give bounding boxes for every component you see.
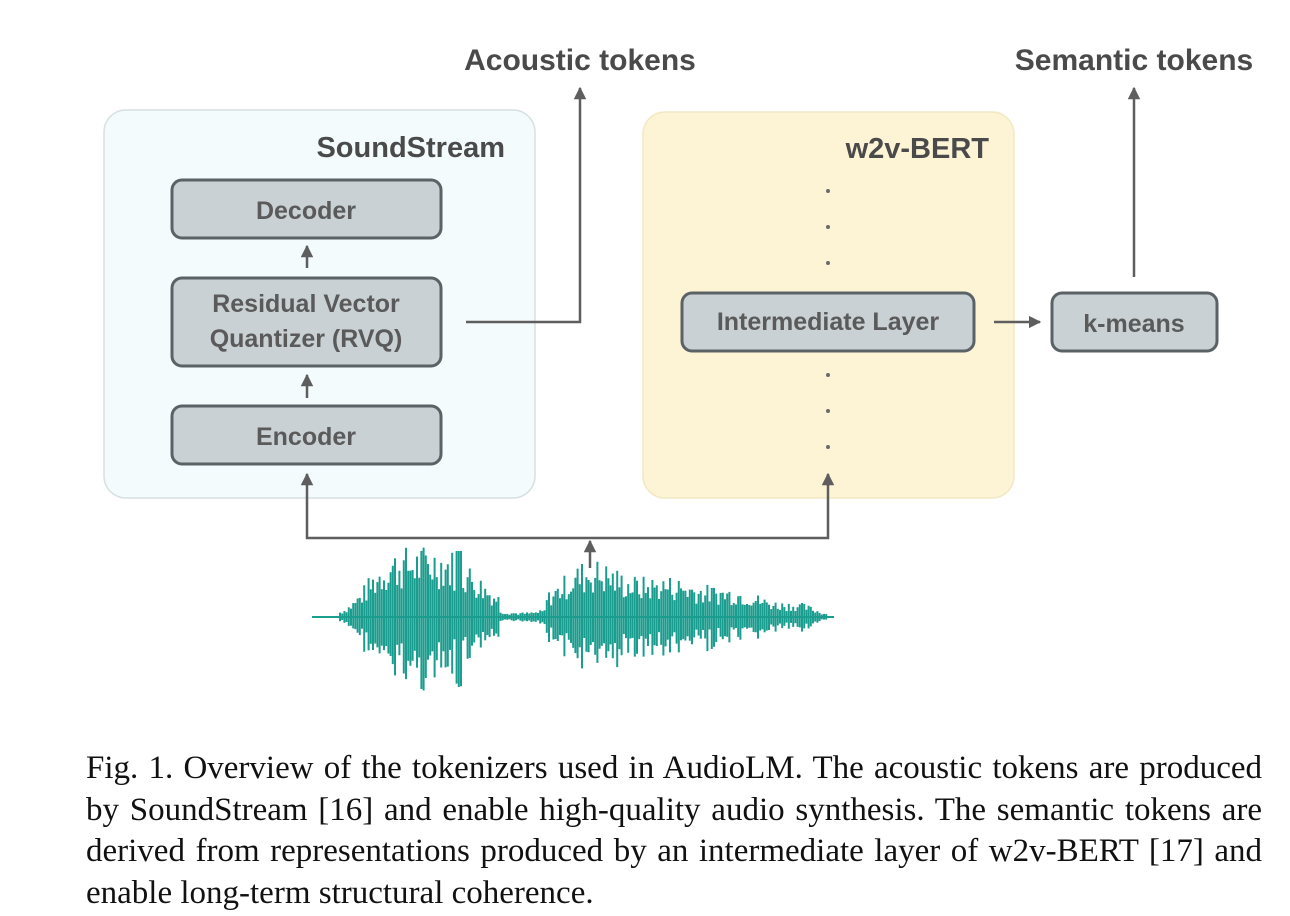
audio-waveform	[312, 547, 834, 691]
acoustic-tokens-label: Acoustic tokens	[464, 44, 696, 77]
figure-caption: Fig. 1. Overview of the tokenizers used …	[86, 750, 1262, 911]
ellipsis-below-icon	[826, 373, 830, 449]
kmeans-block: k-means	[1050, 291, 1219, 353]
soundstream-panel: SoundStream Decoder Residual Vector Quan…	[103, 109, 536, 499]
audio-split-connector	[305, 475, 830, 540]
intermediate-layer-block: Intermediate Layer	[680, 291, 976, 353]
soundstream-title: SoundStream	[316, 132, 505, 164]
ellipsis-above-icon	[826, 189, 830, 265]
w2v-bert-title: w2v-BERT	[845, 133, 990, 165]
kmeans-label: k-means	[1083, 310, 1184, 338]
audiolm-tokenizer-diagram: Acoustic tokens Semantic tokens SoundStr…	[103, 44, 1253, 691]
rvq-label-line2: Quantizer (RVQ)	[210, 325, 403, 353]
w2v-bert-panel: w2v-BERT Intermediate Layer	[642, 111, 1015, 499]
decoder-label: Decoder	[256, 197, 356, 225]
rvq-to-acoustic-tokens-arrow	[466, 86, 587, 324]
rvq-label-line1: Residual Vector	[212, 290, 400, 318]
decoder-block: Decoder	[170, 178, 443, 240]
semantic-tokens-label: Semantic tokens	[1015, 44, 1253, 77]
encoder-label: Encoder	[256, 423, 356, 451]
encoder-block: Encoder	[170, 404, 443, 466]
rvq-block: Residual Vector Quantizer (RVQ)	[170, 276, 443, 368]
intermediate-layer-label: Intermediate Layer	[717, 308, 940, 336]
